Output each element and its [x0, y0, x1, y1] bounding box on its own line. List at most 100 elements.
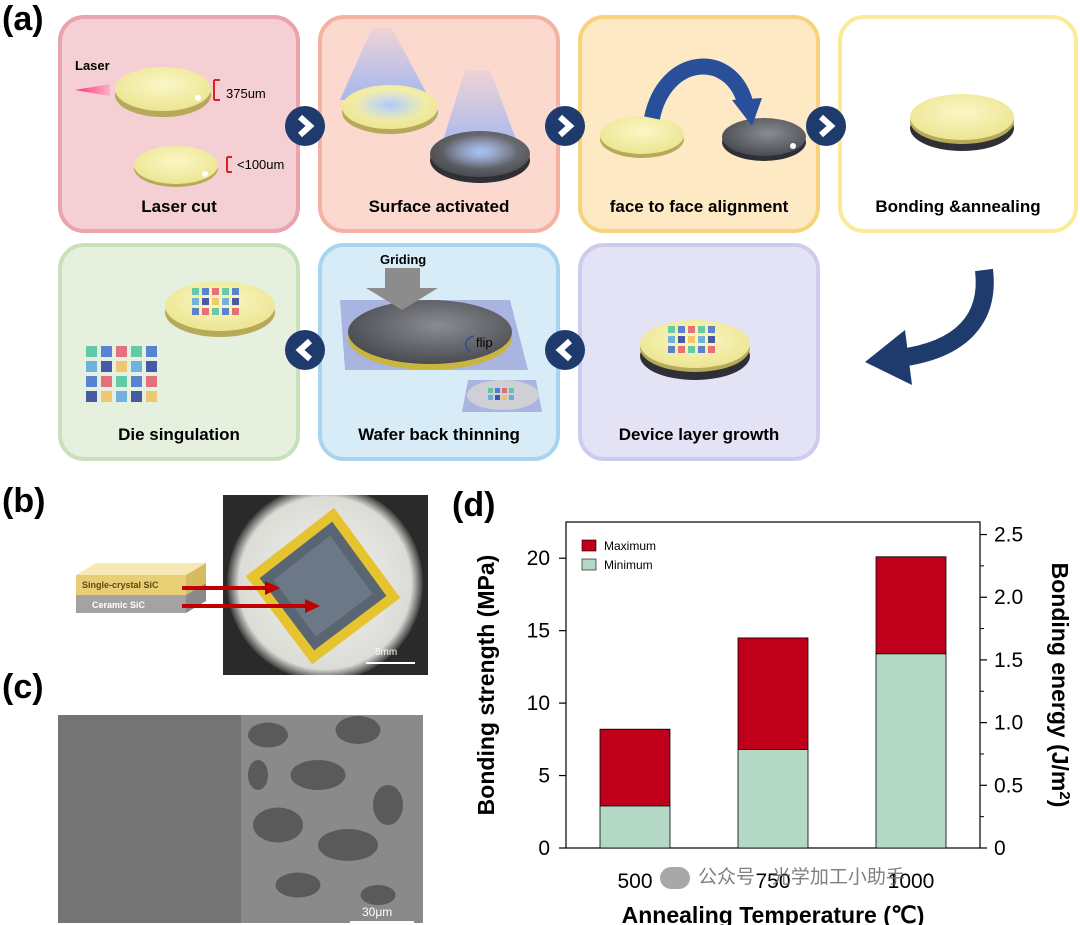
device-cell — [146, 376, 157, 387]
legend-label-maximum: Maximum — [604, 539, 656, 553]
step-laser-cut: Laser cut — [58, 15, 300, 233]
y-tick-label: 10 — [527, 692, 550, 715]
panel-label-a: (a) — [2, 0, 44, 38]
flip-arc-arrow-icon — [644, 58, 762, 126]
x-tick-label: 750 — [755, 870, 790, 893]
device-cell — [688, 346, 695, 353]
legend-swatch-maximum — [581, 539, 597, 552]
legend-swatch-minimum — [581, 558, 597, 571]
device-cell — [509, 395, 514, 400]
device-cell — [495, 395, 500, 400]
device-cell — [708, 336, 715, 343]
device-cell — [86, 346, 97, 357]
step-back-thinning-label: Wafer back thinning — [358, 425, 520, 444]
device-cell — [708, 326, 715, 333]
device-cell — [192, 288, 199, 295]
sem-grain — [318, 829, 378, 861]
sem-grain — [360, 885, 396, 905]
device-cell — [131, 391, 142, 402]
wafer-thick-icon — [115, 67, 211, 117]
device-cell — [668, 346, 675, 353]
device-cell — [232, 308, 239, 315]
device-cell — [192, 298, 199, 305]
pointer-arrows — [182, 581, 320, 613]
plasma-beam-icon — [340, 28, 520, 150]
device-cell — [131, 346, 142, 357]
wafer-thin-icon — [134, 146, 218, 187]
device-grid-icon-thinned — [488, 388, 514, 400]
wafer-bonded-icon — [910, 94, 1014, 151]
prev-arrow-icon-1 — [545, 330, 585, 370]
grinding-platform-icon — [340, 300, 528, 370]
singulated-dies-icon — [86, 346, 157, 402]
next-arrow-icon-1 — [285, 106, 325, 146]
device-cell — [86, 391, 97, 402]
device-cell — [202, 298, 209, 305]
wafer-gray-activated-icon — [430, 131, 530, 183]
device-cell — [698, 346, 705, 353]
device-cell — [678, 346, 685, 353]
wafer-gray-align-icon — [722, 118, 806, 161]
x-axis-label: Annealing Temperature (℃) — [622, 902, 925, 925]
device-cell — [222, 308, 229, 315]
step-face-alignment-label: face to face alignment — [609, 197, 789, 216]
device-cell — [101, 376, 112, 387]
device-cell — [502, 395, 507, 400]
device-cell — [146, 346, 157, 357]
y2-tick-label: 1.0 — [994, 712, 1023, 735]
y-tick-label: 20 — [527, 547, 550, 570]
device-cell — [688, 326, 695, 333]
bar-minimum — [875, 653, 947, 849]
y2-tick-label: 0.5 — [994, 774, 1023, 797]
device-cell — [488, 388, 493, 393]
y2-tick-label: 2.5 — [994, 524, 1023, 547]
device-cell — [192, 308, 199, 315]
device-cell — [668, 326, 675, 333]
bar-minimum — [737, 749, 809, 849]
sem-grain — [335, 716, 381, 744]
device-cell — [688, 336, 695, 343]
device-cell — [146, 361, 157, 372]
device-cell — [116, 376, 127, 387]
wechat-icon — [660, 866, 690, 889]
sample-photo-drawing — [227, 495, 423, 675]
sample-photo: 5mm — [223, 495, 428, 675]
device-cell — [146, 391, 157, 402]
device-cell — [495, 388, 500, 393]
laser-label: Laser — [75, 58, 110, 73]
wafer-yellow-align-icon — [600, 116, 684, 158]
sem-grain — [373, 785, 403, 825]
panel-label-d: (d) — [452, 486, 496, 524]
sem-grain — [248, 760, 268, 790]
step-surface-activated-label: Surface activated — [368, 197, 510, 216]
thickness-375-label: 375um — [226, 86, 266, 101]
watermark-text: 公众号 · 光学加工小助手 — [698, 867, 905, 888]
sem-image: 30μm — [58, 715, 423, 923]
next-arrow-icon-3 — [806, 106, 846, 146]
grinding-arrow-icon — [366, 268, 438, 310]
single-crystal-label: Single-crystal SiC — [82, 580, 159, 590]
sem-grain — [248, 722, 288, 748]
device-cell — [86, 376, 97, 387]
flip-label: flip — [476, 335, 493, 350]
device-cell — [222, 298, 229, 305]
device-cell — [502, 388, 507, 393]
sem-grains — [248, 716, 403, 905]
bar-maximum — [599, 728, 671, 807]
y-tick-label: 0 — [538, 837, 550, 860]
x-tick-label: 1000 — [888, 870, 935, 893]
device-cell — [131, 361, 142, 372]
y2-tick-label: 0 — [994, 837, 1006, 860]
device-grid-icon-die — [192, 288, 239, 315]
laser-beam-icon — [75, 84, 110, 96]
device-cell — [698, 336, 705, 343]
device-cell — [101, 391, 112, 402]
bar-minimum — [599, 805, 671, 849]
griding-label: Griding — [380, 252, 427, 267]
bar-maximum — [737, 637, 809, 750]
device-cell — [131, 376, 142, 387]
step-die-singulation-label: Die singulation — [118, 425, 240, 444]
sem-grain — [253, 807, 303, 843]
